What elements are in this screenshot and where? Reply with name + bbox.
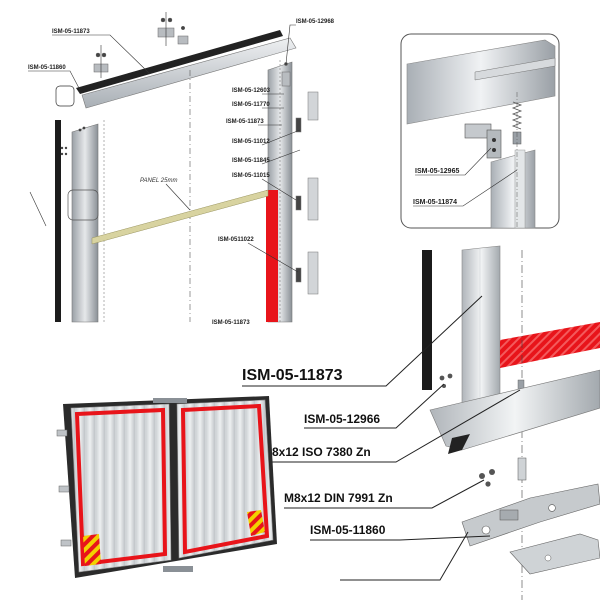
label-ism-05-12603: ISM-05-12603: [232, 88, 271, 94]
left-door-hinges: [56, 429, 72, 547]
detail-callout-top: [55, 85, 75, 107]
left-post: [71, 123, 99, 323]
label-panel-25mm: PANEL 25mm: [140, 178, 177, 184]
label-ism-05-11770: ISM-05-11770: [232, 102, 270, 108]
rail-seal: [448, 434, 470, 454]
hinge-assembly-diagram: ISM-05-11873 ISM-05-12966 M8x12 ISO 7380…: [242, 245, 600, 600]
seal-strip: [422, 250, 432, 390]
panel-gasket: [91, 189, 269, 245]
label-ism-05-11873-mid: ISM-05-11873: [226, 119, 264, 125]
label-m8x12-din: M8x12 DIN 7991 Zn: [284, 491, 393, 505]
label-ism-05-12968: ISM-05-12968: [296, 19, 335, 25]
label-ism-05-11874: ISM-05-11874: [413, 199, 457, 206]
detail-zoom-box: ISM-05-12965 ISM-05-11874: [400, 33, 560, 229]
left-seal-rubber: [55, 120, 61, 322]
small-screws: [439, 373, 495, 487]
right-red-reflector: [266, 190, 278, 322]
label-ism-05-12965: ISM-05-12965: [415, 168, 459, 175]
lower-bracket: [509, 533, 600, 575]
label-ism-05-11860: ISM-05-11860: [28, 65, 66, 71]
label-ism-05-11845: ISM-05-11845: [232, 158, 270, 164]
top-hinge-center-2: [177, 25, 189, 45]
detail-callout-mid: [67, 189, 99, 221]
top-hinge-center: [157, 12, 175, 46]
label-ism-cut: ISM-05-11873: [212, 320, 250, 326]
zoom-hinge-bracket: [464, 123, 502, 159]
zoom-post: [490, 149, 536, 229]
label-ism-05-11015: ISM-05-11015: [232, 173, 270, 179]
zoom-beam-lip: [474, 57, 556, 81]
label-ism-05-12966: ISM-05-12966: [304, 412, 380, 426]
top-seal-rubber: [76, 30, 283, 94]
label-ism-05-11860: ISM-05-11860: [310, 523, 386, 537]
hinge-plate: [461, 483, 600, 547]
right-hazard-stripe: [247, 510, 265, 536]
lower-pin: [517, 457, 527, 481]
right-leaf-red-border: [180, 403, 270, 555]
vertical-profile: [461, 245, 501, 417]
left-leaf-red-border: [74, 407, 168, 567]
top-hinge-left: [93, 45, 109, 78]
top-beam: [81, 37, 297, 109]
red-reflective-band: [500, 322, 600, 368]
left-screws: [60, 126, 86, 156]
label-m8x12-iso: M8x12 ISO 7380 Zn: [262, 445, 371, 459]
top-lock-hardware: [153, 398, 187, 403]
label-ism-05-11873: ISM-05-11873: [242, 367, 343, 384]
right-top-hinge: [281, 62, 291, 87]
label-ism-05-11873-top: ISM-05-11873: [52, 29, 90, 35]
bottom-rail: [429, 369, 600, 451]
left-hazard-stripe: [83, 534, 101, 566]
label-ism-05-11012: ISM-05-11012: [232, 139, 270, 145]
door-frame-exploded-diagram: ISM-05-11873 ISM-05-12968 ISM-05-11860 I…: [28, 12, 335, 326]
bottom-lock-hardware: [163, 566, 193, 572]
left-door-leaf: [70, 403, 172, 573]
zoom-top-beam: [406, 39, 556, 125]
label-ism-0511022: ISM-0511022: [218, 237, 254, 243]
assembled-double-door: [56, 396, 277, 578]
right-side-plates: [295, 91, 319, 295]
